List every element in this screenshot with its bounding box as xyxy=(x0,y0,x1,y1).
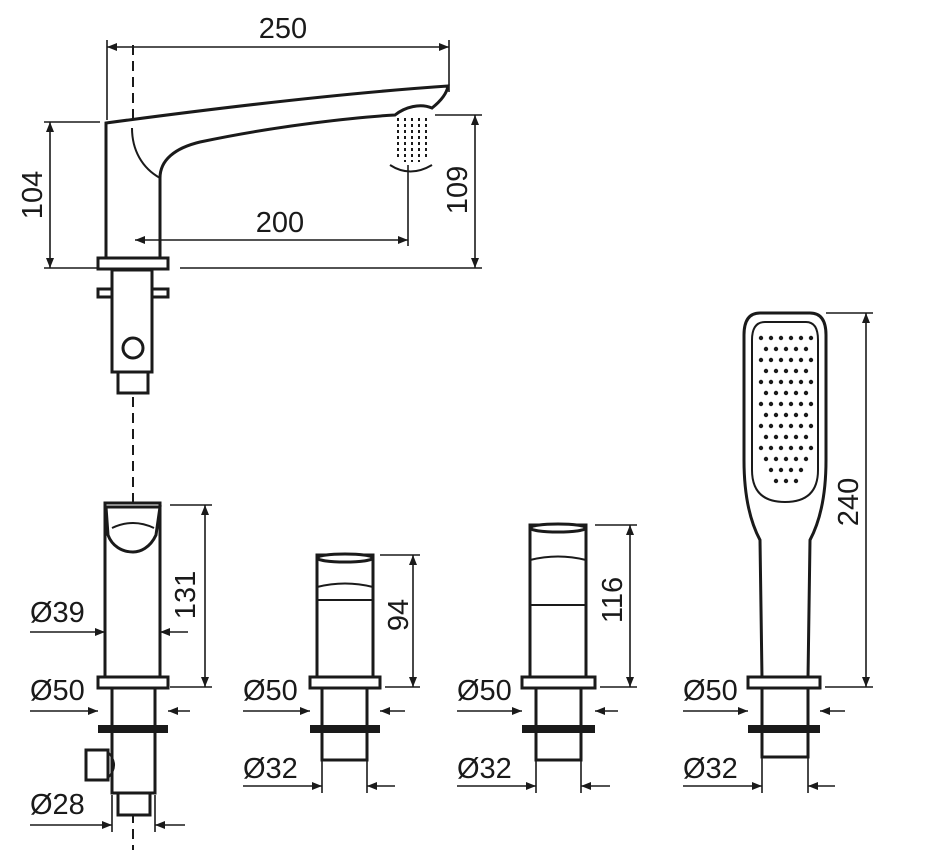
nozzle-dot xyxy=(788,357,794,363)
nozzle-dot xyxy=(798,357,804,363)
nozzle-dot xyxy=(758,357,764,363)
dim-spout-length: 250 xyxy=(259,13,307,45)
nozzle-dot xyxy=(803,346,809,352)
nozzle-dot xyxy=(793,456,799,462)
nozzle-dot xyxy=(763,390,769,396)
nozzle-dot xyxy=(783,456,789,462)
nozzle-dot xyxy=(778,335,784,341)
nozzle-dot xyxy=(803,434,809,440)
nozzle-dot xyxy=(768,335,774,341)
nozzle-dot xyxy=(773,368,779,374)
dim-mixer-shank-diameter: Ø28 xyxy=(30,789,85,821)
nozzle-dot xyxy=(763,368,769,374)
nozzle-dot xyxy=(763,434,769,440)
dim-handshower-shank: Ø32 xyxy=(683,753,738,785)
nozzle-dot xyxy=(778,467,784,473)
nozzle-dot xyxy=(793,478,799,484)
nozzle-dot xyxy=(778,401,784,407)
nozzle-dot xyxy=(793,390,799,396)
nozzle-dot xyxy=(788,335,794,341)
nozzle-dot xyxy=(793,412,799,418)
dim-outlet-height: 109 xyxy=(442,166,474,214)
nozzle-dot xyxy=(793,346,799,352)
spout xyxy=(96,84,450,395)
nozzle-dot xyxy=(788,445,794,451)
nozzle-dot xyxy=(788,467,794,473)
nozzle-dot xyxy=(768,423,774,429)
nozzle-dot xyxy=(773,456,779,462)
nozzle-dot xyxy=(773,412,779,418)
dim-spout-projection: 200 xyxy=(256,207,304,239)
nozzle-dot xyxy=(773,346,779,352)
nozzle-dot xyxy=(763,346,769,352)
nozzle-dot xyxy=(768,467,774,473)
dim-mixer-height: 131 xyxy=(170,571,202,619)
dim-handshower-flange: Ø50 xyxy=(683,675,738,707)
handshower xyxy=(742,311,828,759)
nozzle-dot xyxy=(768,379,774,385)
nozzle-dot xyxy=(778,379,784,385)
nozzle-dot xyxy=(768,401,774,407)
diverter-valve-small xyxy=(308,552,382,762)
nozzle-dot xyxy=(758,423,764,429)
nozzle-dot xyxy=(798,335,804,341)
nozzle-dot xyxy=(768,445,774,451)
dim-small-valve-flange: Ø50 xyxy=(243,675,298,707)
nozzle-dot xyxy=(783,346,789,352)
nozzle-dot xyxy=(788,379,794,385)
dim-large-valve-flange: Ø50 xyxy=(457,675,512,707)
nozzle-dot xyxy=(808,335,814,341)
nozzle-dot xyxy=(758,445,764,451)
nozzle-dot xyxy=(798,445,804,451)
nozzle-dot xyxy=(763,412,769,418)
nozzle-dot xyxy=(808,357,814,363)
nozzle-dot xyxy=(788,423,794,429)
dim-mixer-body-diameter: Ø39 xyxy=(30,597,85,629)
dim-large-valve-shank: Ø32 xyxy=(457,753,512,785)
dim-small-valve-shank: Ø32 xyxy=(243,753,298,785)
nozzle-dot xyxy=(793,368,799,374)
nozzle-dot xyxy=(778,423,784,429)
nozzle-dot xyxy=(788,401,794,407)
dim-mixer-flange-diameter: Ø50 xyxy=(30,675,85,707)
nozzle-dot xyxy=(793,434,799,440)
nozzle-dot xyxy=(783,368,789,374)
nozzle-dot xyxy=(773,478,779,484)
dim-large-valve-height: 116 xyxy=(597,577,629,623)
nozzle-dot xyxy=(798,379,804,385)
nozzle-dot xyxy=(758,335,764,341)
nozzle-dot xyxy=(803,368,809,374)
nozzle-dot xyxy=(808,379,814,385)
swivel-arrow-icon xyxy=(389,164,433,173)
nozzle-dot xyxy=(808,445,814,451)
water-spray-icon xyxy=(397,118,427,162)
nozzle-dot xyxy=(783,434,789,440)
nozzle-dot xyxy=(798,423,804,429)
diverter-valve-large xyxy=(520,522,597,762)
nozzle-dot xyxy=(763,456,769,462)
dim-small-valve-height: 94 xyxy=(383,599,415,631)
dim-handshower-height: 240 xyxy=(833,478,865,526)
dim-spout-height: 104 xyxy=(17,171,49,219)
nozzle-dot xyxy=(808,423,814,429)
nozzle-dot xyxy=(778,445,784,451)
nozzle-dot xyxy=(783,412,789,418)
nozzle-dot xyxy=(783,478,789,484)
nozzle-dot xyxy=(808,401,814,407)
nozzle-dot xyxy=(803,456,809,462)
spray-nozzles xyxy=(758,335,814,484)
nozzle-dot xyxy=(778,357,784,363)
nozzle-dot xyxy=(768,357,774,363)
nozzle-dot xyxy=(773,390,779,396)
nozzle-dot xyxy=(783,390,789,396)
nozzle-dot xyxy=(803,412,809,418)
nozzle-dot xyxy=(758,401,764,407)
nozzle-dot xyxy=(798,467,804,473)
nozzle-dot xyxy=(773,434,779,440)
mixer-valve xyxy=(84,501,170,817)
nozzle-dot xyxy=(758,379,764,385)
nozzle-dot xyxy=(798,401,804,407)
nozzle-dot xyxy=(803,390,809,396)
